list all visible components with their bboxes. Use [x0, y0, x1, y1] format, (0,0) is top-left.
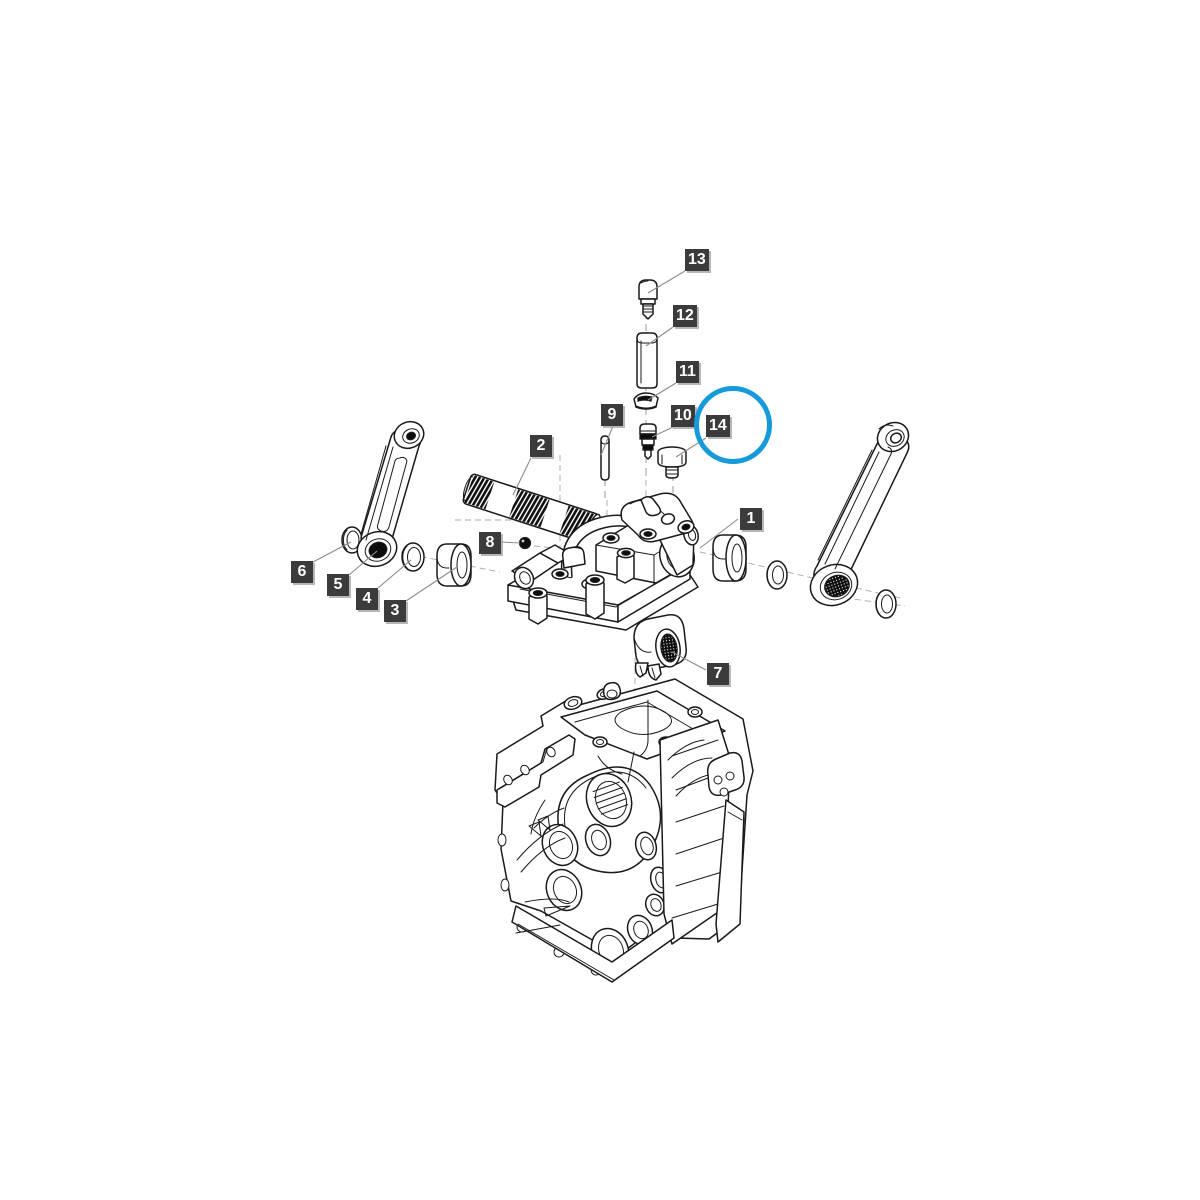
part-6-washer-outer [341, 526, 363, 554]
part-2-splined-shaft [462, 473, 602, 545]
part-13-adjusting-bolt [638, 279, 658, 320]
callout-11[interactable]: 11 [676, 361, 699, 383]
callout-1[interactable]: 1 [740, 508, 762, 530]
callout-5[interactable]: 5 [327, 574, 349, 596]
callout-10[interactable]: 10 [671, 405, 695, 427]
callout-8[interactable]: 8 [479, 532, 501, 554]
part-5-lift-arm-left [356, 420, 425, 568]
callout-7[interactable]: 7 [707, 663, 729, 685]
lift-arm-housing [507, 492, 699, 631]
part-8-steel-ball [518, 536, 532, 550]
washer-right-outer [875, 589, 897, 619]
callout-14[interactable]: 14 [706, 415, 730, 437]
part-4-washer-inner [401, 542, 425, 572]
callout-2[interactable]: 2 [530, 435, 552, 457]
part-7-pivot-bracket [633, 614, 687, 681]
part-14-plug-cap [657, 446, 687, 479]
washer-right-inner [766, 560, 788, 590]
callout-9[interactable]: 9 [601, 404, 623, 426]
callout-6[interactable]: 6 [291, 561, 313, 583]
part-3-bushing-left [436, 543, 472, 587]
callout-3[interactable]: 3 [384, 600, 406, 622]
part-10-set-screw [639, 423, 657, 460]
part-12-sleeve [636, 332, 658, 389]
part-1-bushing-right [712, 534, 747, 582]
transmission-case [494, 678, 754, 983]
part-11-retaining-clip [633, 392, 659, 410]
selected-part-highlight-ring [694, 386, 772, 464]
callout-12[interactable]: 12 [673, 305, 697, 327]
part-9-roll-pin [600, 435, 610, 481]
callout-13[interactable]: 13 [685, 249, 709, 271]
callout-4[interactable]: 4 [356, 588, 378, 610]
lift-arm-right [809, 421, 910, 607]
